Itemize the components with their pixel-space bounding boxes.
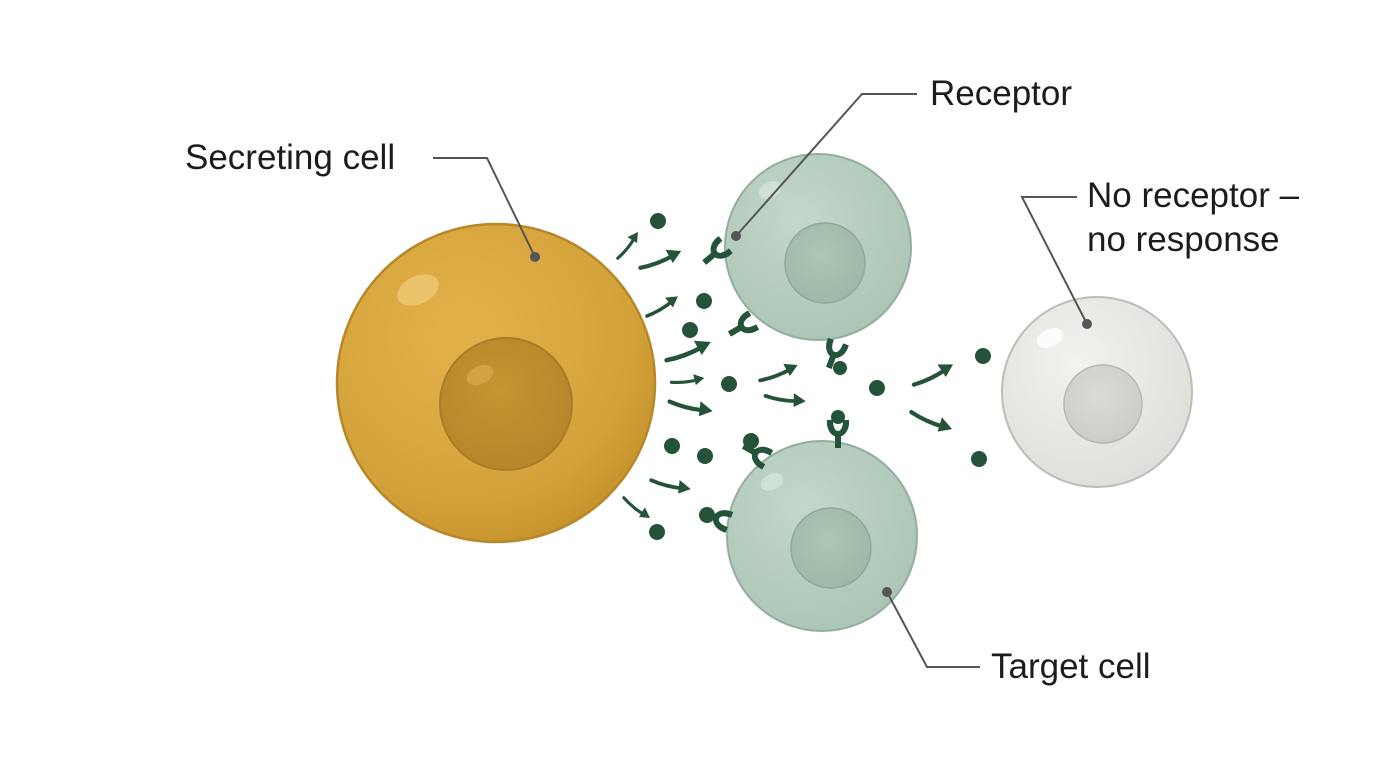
signal-molecule-dot [697, 448, 713, 464]
diffusion-arrow [667, 341, 711, 361]
signal-molecule-dot [649, 524, 665, 540]
label-no-receptor: No receptor – no response [1087, 174, 1299, 262]
diffusion-arrow [622, 489, 653, 526]
leader-line-target [886, 591, 980, 668]
diffusion-arrow [669, 367, 707, 392]
diffusion-arrow [640, 250, 681, 268]
signal-molecule-dot [743, 433, 759, 449]
signal-molecule-dot [975, 348, 991, 364]
leader-line-no-receptor [1020, 196, 1088, 325]
signal-molecule-dot [831, 410, 845, 424]
label-secreting-cell: Secreting cell [185, 138, 396, 177]
signal-molecule-dot [971, 451, 987, 467]
leader-dots [530, 231, 1092, 597]
diffusion-arrow [758, 361, 800, 383]
non-target-cell [1001, 296, 1193, 488]
target-cell-upper [724, 153, 912, 341]
diffusion-arrow [609, 229, 646, 260]
signal-molecule-dot [650, 213, 666, 229]
label-no-receptor-line1: No receptor – [1087, 176, 1300, 215]
signal-molecule-dot [696, 293, 712, 309]
target-cell-lower [726, 440, 918, 632]
label-no-receptor-line2: no response [1087, 220, 1280, 259]
secreting-cell [335, 222, 657, 544]
signal-molecule-dot [833, 361, 847, 375]
leader-line-secreting [433, 157, 536, 258]
signal-molecules [649, 213, 991, 540]
signal-molecule-dot [699, 507, 715, 523]
diffusion-arrow [911, 399, 953, 441]
label-receptor: Receptor [930, 74, 1073, 113]
leader-line-receptor [735, 93, 917, 237]
signal-molecule-dot [682, 322, 698, 338]
diffusion-arrow [763, 379, 809, 417]
diffusion-arrow [670, 387, 714, 425]
label-target-cell: Target cell [991, 647, 1151, 686]
signal-molecule-dot [664, 438, 680, 454]
diffusion-arrow [912, 363, 954, 384]
signal-molecule-dot [869, 380, 885, 396]
leader-lines [433, 93, 1088, 668]
signal-molecule-dot [721, 376, 737, 392]
diffusion-arrow [642, 293, 683, 318]
diffusion-arrow [649, 464, 694, 504]
